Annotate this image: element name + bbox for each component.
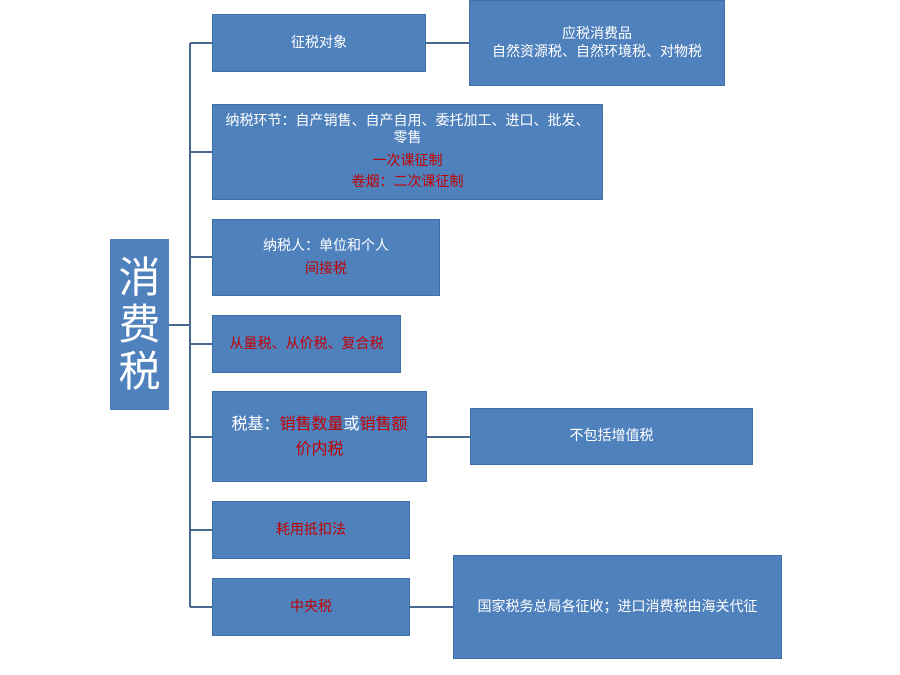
root-char: 消: [118, 252, 161, 302]
node-label: 中央税: [290, 598, 332, 615]
node-central-tax-detail: 国家税务总局各征收；进口消费税由海关代征: [453, 555, 782, 659]
node-method: 从量税、从价税、复合税: [212, 315, 401, 373]
node-label: 从量税、从价税、复合税: [229, 335, 384, 352]
node-line-highlight: 卷烟：二次课征制: [351, 173, 464, 190]
node-line-highlight: 价内税: [295, 438, 344, 458]
node-label: 国家税务总局各征收；进口消费税由海关代征: [477, 598, 758, 615]
node-line: 税基：销售数量或销售额: [231, 414, 407, 435]
node-line: 零售: [393, 130, 422, 147]
node-tax-base: 税基：销售数量或销售额 价内税: [212, 391, 427, 482]
node-line: 纳税环节：自产销售、自产自用、委托加工、进口、批发、: [225, 113, 590, 130]
node-line: 应税消费品: [562, 25, 632, 42]
node-label: 耗用抵扣法: [276, 521, 346, 538]
node-tax-base-detail: 不包括增值税: [470, 408, 753, 465]
root-char: 税: [118, 347, 161, 397]
tax-base-amount: 销售额: [359, 413, 408, 433]
node-line-highlight: 一次课征制: [372, 153, 443, 169]
node-deduction: 耗用抵扣法: [212, 501, 410, 559]
node-tax-object-detail: 应税消费品 自然资源税、自然环境税、对物税: [469, 0, 725, 86]
root-char: 费: [118, 299, 161, 349]
tax-base-quantity: 销售数量: [279, 413, 344, 433]
node-taxpayer: 纳税人：单位和个人 间接税: [212, 219, 440, 296]
tax-base-or: 或: [343, 413, 360, 433]
node-line-highlight: 间接税: [305, 260, 347, 277]
node-label: 征税对象: [291, 34, 347, 51]
node-line: 纳税人：单位和个人: [263, 238, 389, 255]
node-central-tax: 中央税: [212, 578, 410, 636]
tax-base-prefix: 税基：: [231, 413, 280, 433]
root-node: 消 费 税: [110, 239, 169, 410]
node-line: 自然资源税、自然环境税、对物税: [492, 44, 702, 60]
node-tax-stage: 纳税环节：自产销售、自产自用、委托加工、进口、批发、 零售 一次课征制 卷烟：二…: [212, 104, 603, 200]
node-label: 不包括增值税: [569, 428, 654, 445]
node-tax-object: 征税对象: [212, 14, 426, 72]
